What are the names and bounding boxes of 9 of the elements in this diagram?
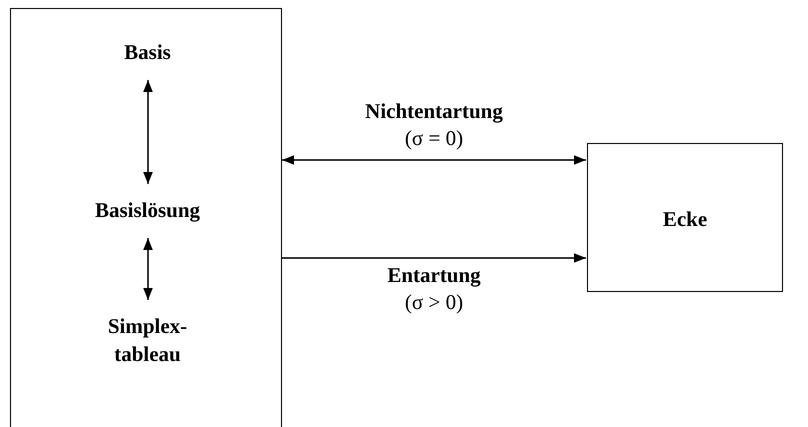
term-label: Basislösung bbox=[94, 196, 202, 224]
term-label: Simplex-tableau bbox=[106, 312, 188, 368]
arrow bbox=[143, 80, 153, 184]
arrow bbox=[282, 253, 586, 263]
outline-box bbox=[10, 8, 282, 427]
arrow bbox=[282, 155, 586, 165]
arrow bbox=[143, 238, 153, 300]
term-label: Basis bbox=[123, 38, 172, 66]
process-box: Ecke bbox=[587, 143, 783, 292]
